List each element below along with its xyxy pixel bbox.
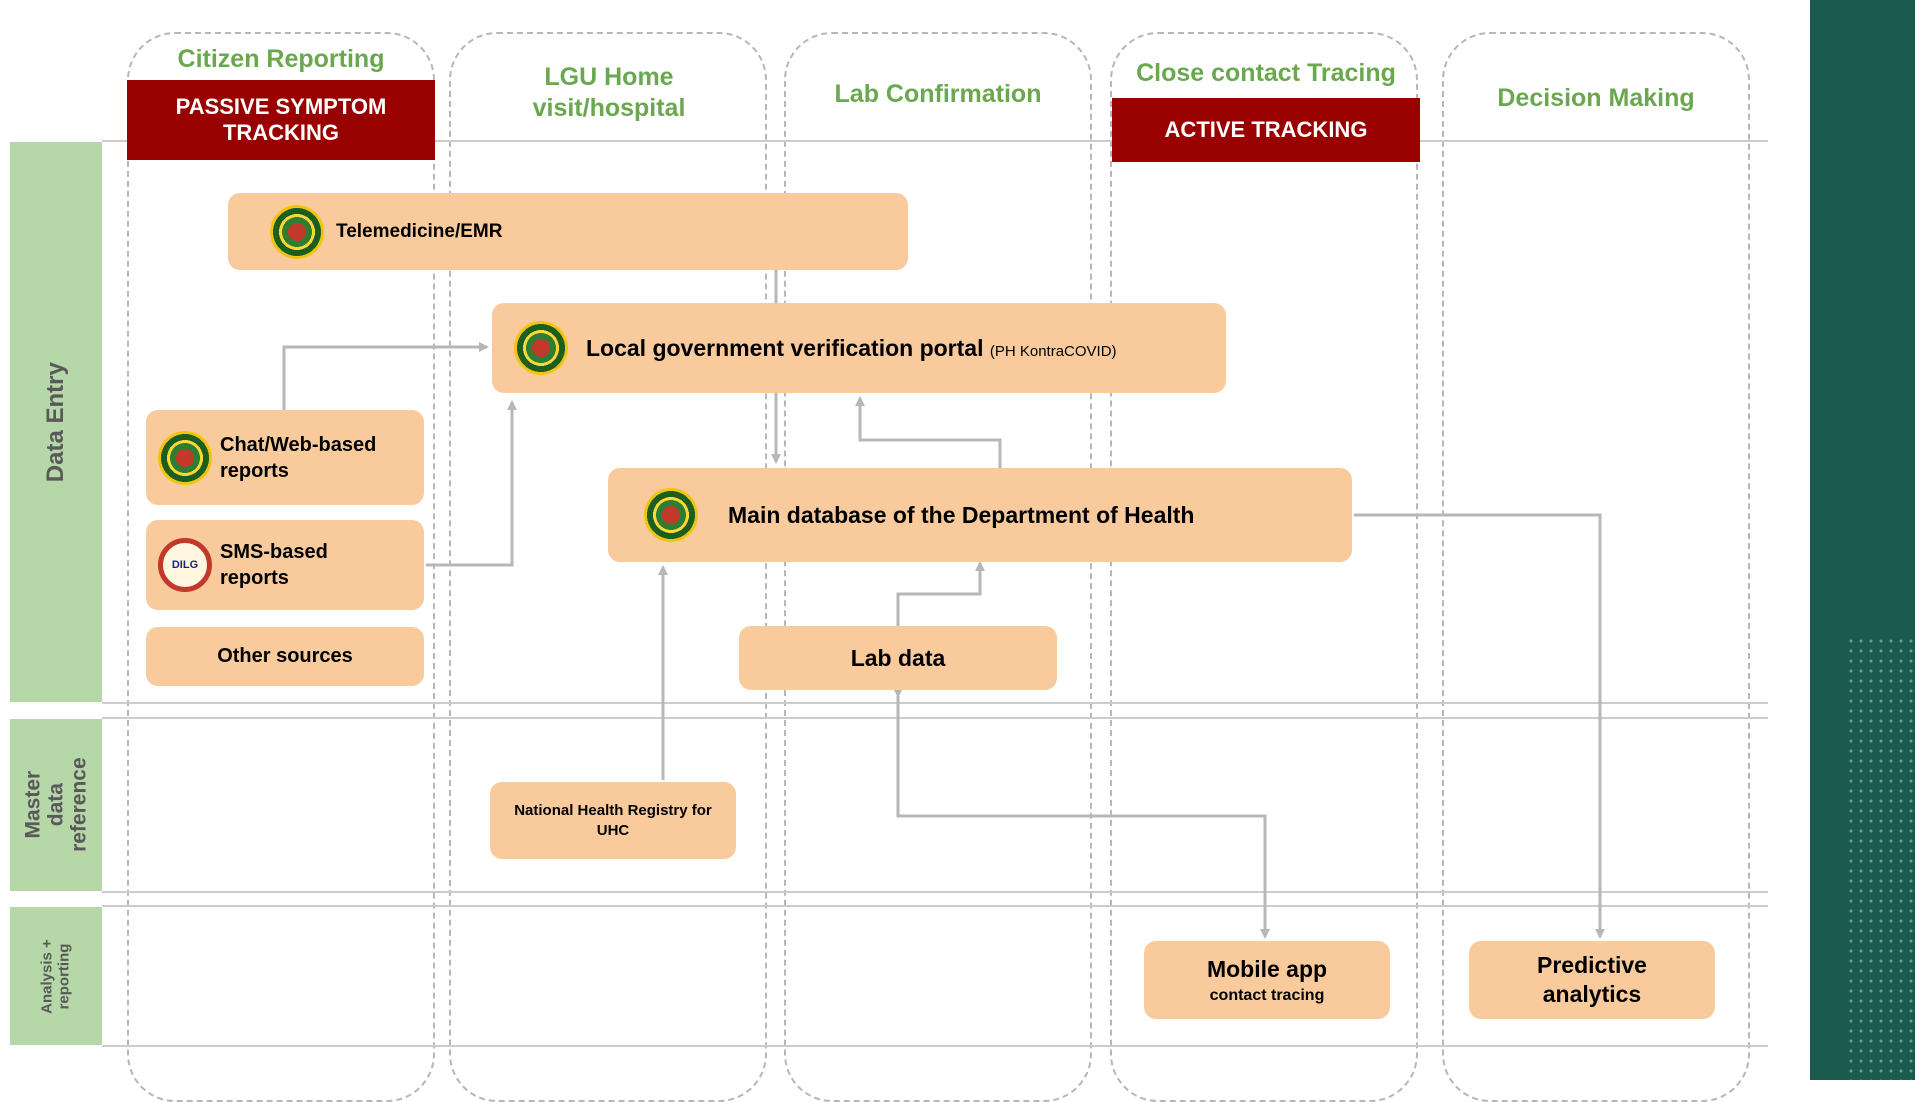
doh-seal-icon xyxy=(270,204,324,259)
node-label: Predictive analytics xyxy=(1537,952,1647,1007)
node-chat-web-reports: Chat/Web-based reports xyxy=(146,410,424,505)
node-label: SMS-based reports xyxy=(220,541,328,589)
portal-subtitle: (PH KontraCOVID) xyxy=(989,342,1117,360)
banner-passive-tracking: PASSIVE SYMPTOM TRACKING xyxy=(127,80,435,160)
process-diagram: Citizen Reporting PASSIVE SYMPTOM TRACKI… xyxy=(10,32,1768,1102)
arrow-main-db-to-predictive xyxy=(1354,513,1605,939)
node-national-health-registry: National Health Registry for UHC xyxy=(490,782,736,859)
connector-arrows xyxy=(282,270,1605,939)
node-lab-data: Lab data xyxy=(739,626,1057,690)
node-telemedicine-emr: Telemedicine/EMR xyxy=(228,193,908,270)
dilg-seal-icon: DILG xyxy=(158,538,212,592)
row-label-analysis: Analysis + reporting xyxy=(10,907,102,1045)
row-label-data-entry: Data Entry xyxy=(10,142,102,702)
node-label: Chat/Web-based reports xyxy=(220,433,377,482)
arrow-sms-to-portal xyxy=(426,400,517,567)
node-label: Lab data xyxy=(850,644,946,671)
row-label-master-data: Master data reference xyxy=(10,719,102,891)
portal-title: Local government verification portal xyxy=(586,334,984,361)
node-label: Other sources xyxy=(217,645,353,667)
lane-title-lab: Lab Confirmation xyxy=(834,80,1042,108)
banner-active-tracking: ACTIVE TRACKING xyxy=(1112,98,1420,162)
lane-title-lgu: LGU Home visit/hospital xyxy=(532,63,686,123)
node-other-sources: Other sources xyxy=(146,627,424,686)
lane-title-close-contact: Close contact Tracing xyxy=(1136,59,1396,87)
node-sms-reports: DILG SMS-based reports xyxy=(146,520,424,610)
node-main-database: Main database of the Department of Healt… xyxy=(608,468,1352,562)
node-label: Local government verification portal (PH… xyxy=(586,335,1117,362)
row-divider xyxy=(102,140,1768,142)
node-label: National Health Registry for UHC xyxy=(514,802,712,839)
doh-seal-icon xyxy=(158,430,212,485)
lane-title-decision: Decision Making xyxy=(1497,84,1695,112)
node-label: Mobile app xyxy=(1206,955,1328,982)
arrow-chat-to-portal xyxy=(282,342,489,410)
arrow-lab-mobile xyxy=(893,688,1270,939)
dot-pattern xyxy=(1846,636,1915,1080)
row-divider xyxy=(102,1045,1768,1047)
doh-seal-icon xyxy=(514,321,568,375)
node-sublabel: contact tracing xyxy=(1209,986,1325,1004)
lane-title-citizen: Citizen Reporting xyxy=(177,45,385,73)
arrow-lab-to-main-db xyxy=(896,561,985,626)
node-predictive-analytics: Predictive analytics xyxy=(1469,941,1715,1019)
node-label: Telemedicine/EMR xyxy=(336,220,503,242)
arrow-portal-main-db xyxy=(855,396,1005,476)
node-verification-portal: Local government verification portal (PH… xyxy=(492,303,1226,393)
node-label: Main database of the Department of Healt… xyxy=(728,501,1195,528)
node-mobile-app: Mobile app contact tracing xyxy=(1144,941,1390,1019)
doh-seal-icon xyxy=(644,488,698,542)
